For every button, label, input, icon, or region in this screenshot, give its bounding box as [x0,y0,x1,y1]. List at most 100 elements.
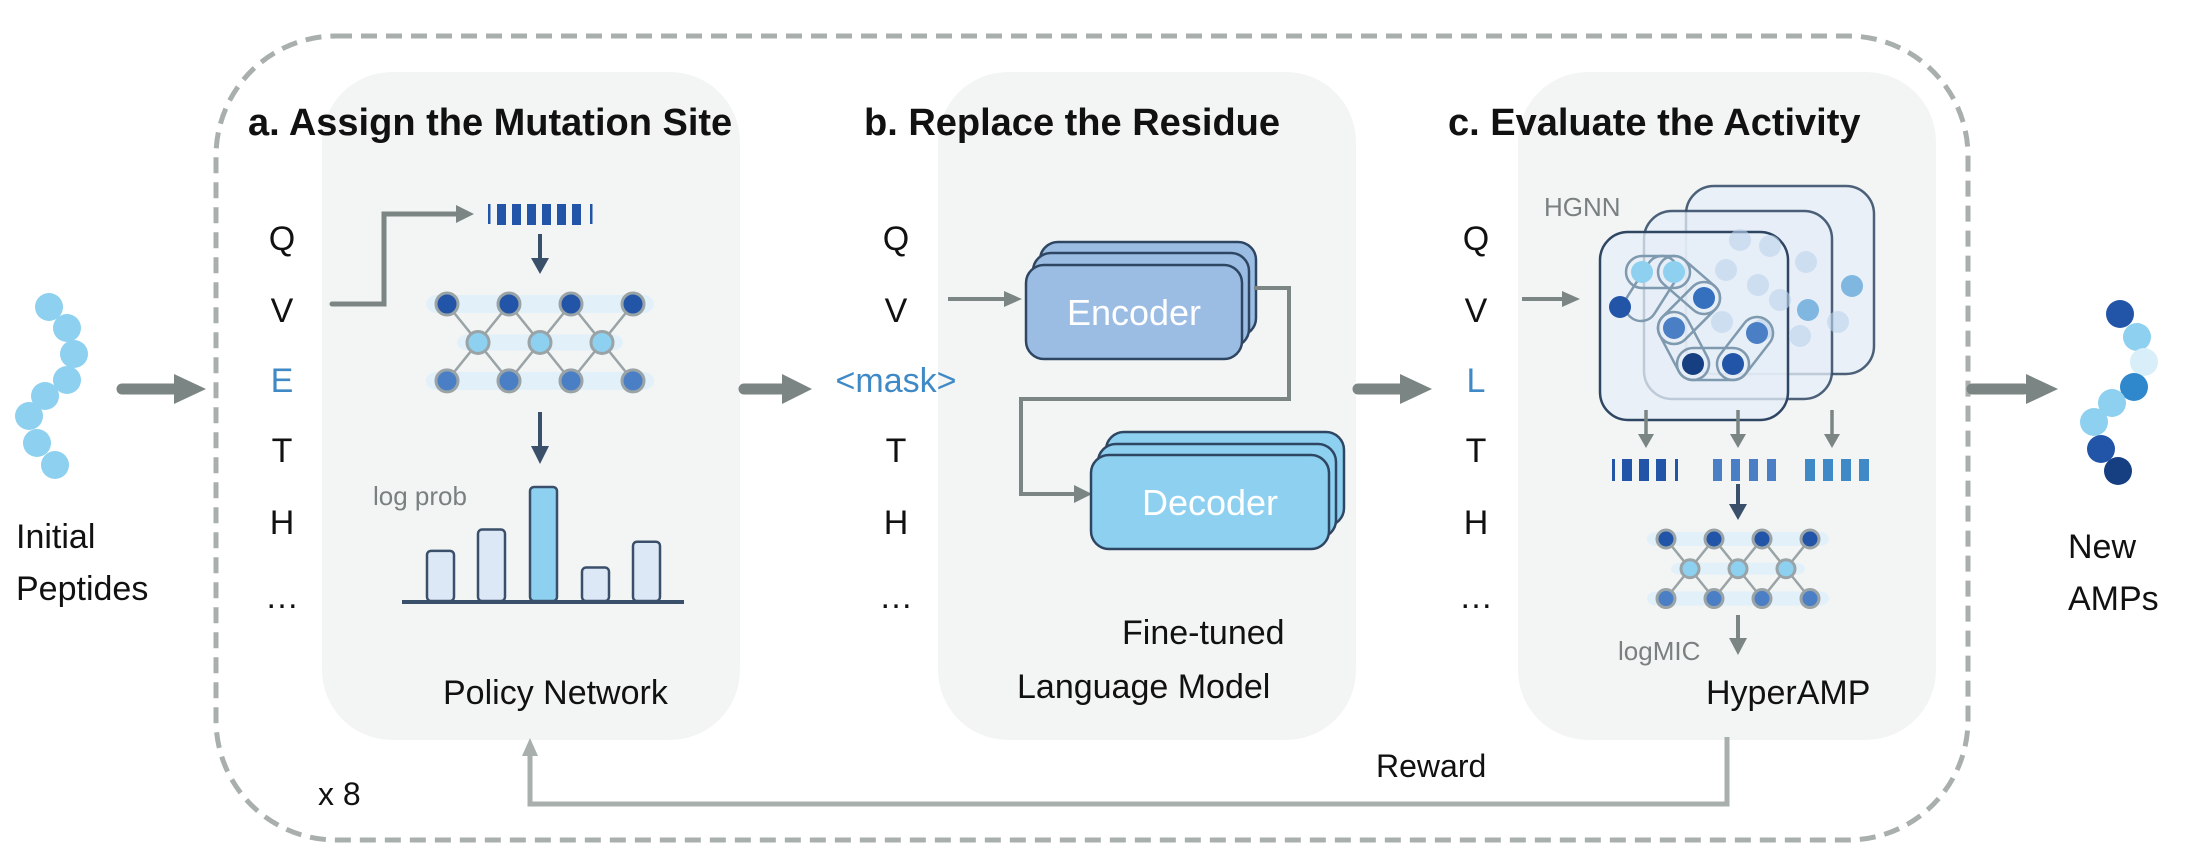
hypergraph-node-faint [1715,259,1737,281]
embedding-vector-a [488,204,593,225]
embedding-stripe [497,204,506,225]
hypergraph-node-faint [1769,289,1791,311]
node-bottom [1799,588,1821,610]
logmic-label: logMIC [1618,636,1701,666]
embedding-stripe [488,204,491,224]
node-hidden [1679,558,1701,580]
hyperedge [1675,346,1751,382]
sequence-residue: H [1463,504,1489,542]
sequence-residue: H [883,504,909,542]
iteration-count-label: x 8 [318,776,361,812]
encoder-to-decoder-arrow [1019,286,1291,503]
embedding-stripe [572,204,581,225]
residue-bead [53,366,81,394]
embedding-stripe [1823,459,1833,481]
residue-bead [23,429,51,457]
hypergraph-node-faint [1759,235,1781,257]
log-prob-bar-chart [402,485,684,604]
residue-bead [2087,435,2115,463]
hypergraph-node-faint [1789,325,1811,347]
node-bottom [1703,588,1725,610]
node-bottom [1655,588,1677,610]
flow-arrow-b-to-c [1352,374,1432,404]
layer-band [1647,591,1829,606]
residue-bead [35,293,63,321]
down-arrow-head [1824,434,1840,448]
hypergraph-node [1609,296,1631,318]
sequence-residue: Q [1462,220,1490,258]
embedding-stripe [1841,459,1851,481]
new-amp-chain-icon [2080,300,2158,485]
hypergraph-node [1631,261,1653,283]
node-bottom [558,368,584,394]
bar [476,528,507,603]
new-amps-label-line1: New [2068,528,2137,566]
embedding-stripe [1859,459,1869,481]
flow-arrow-output [1966,374,2058,404]
node-bottom [434,368,460,394]
decoder-stack [1089,430,1346,551]
embedding-stripe [542,204,551,225]
layer-band [1647,532,1829,546]
sequence-residue: H [269,504,295,542]
sequence-residue-highlighted: L [1466,362,1486,400]
reward-label: Reward [1376,748,1487,784]
panel-language-model [938,72,1356,740]
sequence-residue: T [885,432,907,470]
node-hidden [527,329,553,355]
gnn-to-prob-arrow [531,412,549,464]
sequence-residue: … [1459,578,1493,616]
bar [580,566,611,603]
language-model-label: Language Model [1017,668,1271,706]
residue-bead [2123,323,2151,351]
residue-bead [2104,457,2132,485]
embedding-stripe [1656,459,1666,481]
hypergraph-node [1682,353,1704,375]
layer-band [426,295,654,313]
residue-bead [2098,389,2126,417]
sequence-residue: V [1464,292,1488,330]
hypergraph-node-faint [1795,251,1817,273]
sequence-residue: Q [268,220,296,258]
initial-peptide-chain-icon [15,293,88,479]
fine-tuned-label: Fine-tuned [1122,614,1285,652]
hypergraph-node-faint [1729,229,1751,251]
sequence-residue: … [265,578,299,616]
residue-bead [2120,373,2148,401]
hyperedge [1656,310,1711,382]
hypergraph-node [1797,299,1819,321]
sequence-residue: T [1465,432,1487,470]
initial-peptides-label-line2: Peptides [16,570,149,608]
bar [425,549,456,603]
sequence-residue: Q [882,220,910,258]
graph-embeddings [1612,459,1869,481]
iteration-loop-border [213,33,1971,843]
node-hidden [465,329,491,355]
hyperedge [1715,315,1775,382]
seq-to-encoder-arrow [948,291,1022,307]
embedding-stripe [1622,459,1632,481]
flow-arrow-a-to-b [738,374,812,404]
sequence-residue: V [270,292,294,330]
embedding-stripe [1675,459,1678,481]
embedding-stripe [1639,459,1649,481]
node-bottom [496,368,522,394]
node-top [434,291,460,317]
decoder-label: Decoder [1141,482,1279,523]
hyperedge [1624,254,1692,290]
residue-bead [53,314,81,342]
node-bottom [1751,588,1773,610]
bar [631,540,662,603]
hypergraph-node [1746,322,1768,344]
embedding-stripe [1805,459,1815,481]
embedding-stripe [1767,459,1776,481]
node-top [496,291,522,317]
hypergraph-node [1663,317,1685,339]
node-top [1799,528,1821,550]
hgnn-label: HGNN [1544,192,1621,222]
hypergraph-layers-icon [1598,184,1876,422]
sequence-residue: … [879,578,913,616]
encoder-stack [1024,240,1258,361]
hypergraph-node [1663,261,1685,283]
